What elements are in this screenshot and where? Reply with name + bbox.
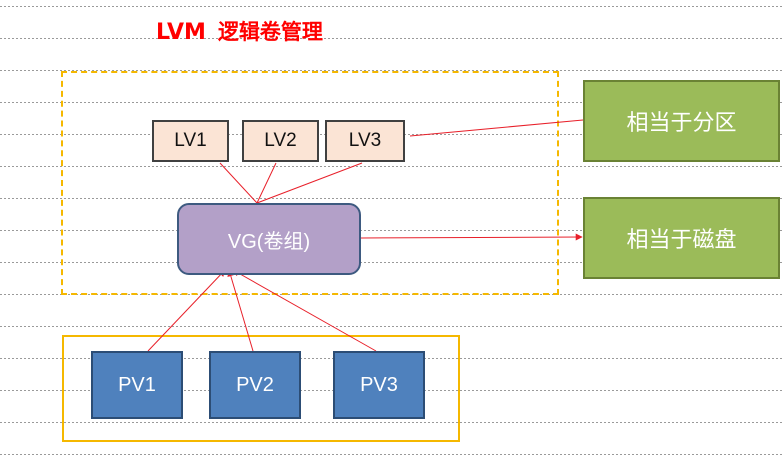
lvm-group-dashed-border [61, 71, 559, 295]
partition-note-box: 相当于分区 [583, 80, 780, 162]
pv-group-border [62, 335, 460, 442]
lv1-box: LV1 [152, 120, 229, 162]
pv1-box: PV1 [91, 351, 183, 419]
connector-pv2-vg [227, 269, 254, 352]
vg-box: VG(卷组) [177, 203, 361, 275]
title-subtitle: 逻辑卷管理 [217, 20, 323, 44]
pv3-box: PV3 [333, 351, 425, 419]
title-lvm: LVM [156, 20, 206, 45]
connector-pv1-vg [147, 269, 226, 352]
connector-lv1-vg [219, 162, 258, 204]
lv2-box: LV2 [242, 120, 319, 162]
pv2-box: PV2 [209, 351, 301, 419]
lv3-box: LV3 [325, 120, 405, 162]
connector-lv2-vg [256, 162, 277, 204]
diagram-title: LVM 逻辑卷管理 [156, 16, 323, 46]
connector-lv3-vg [256, 162, 363, 204]
connector-pv3-vg [232, 269, 377, 352]
disk-note-box: 相当于磁盘 [583, 197, 780, 279]
arrow-vg-to-disk-note [360, 233, 583, 241]
arrow-lv3-to-partition-note [409, 119, 584, 137]
